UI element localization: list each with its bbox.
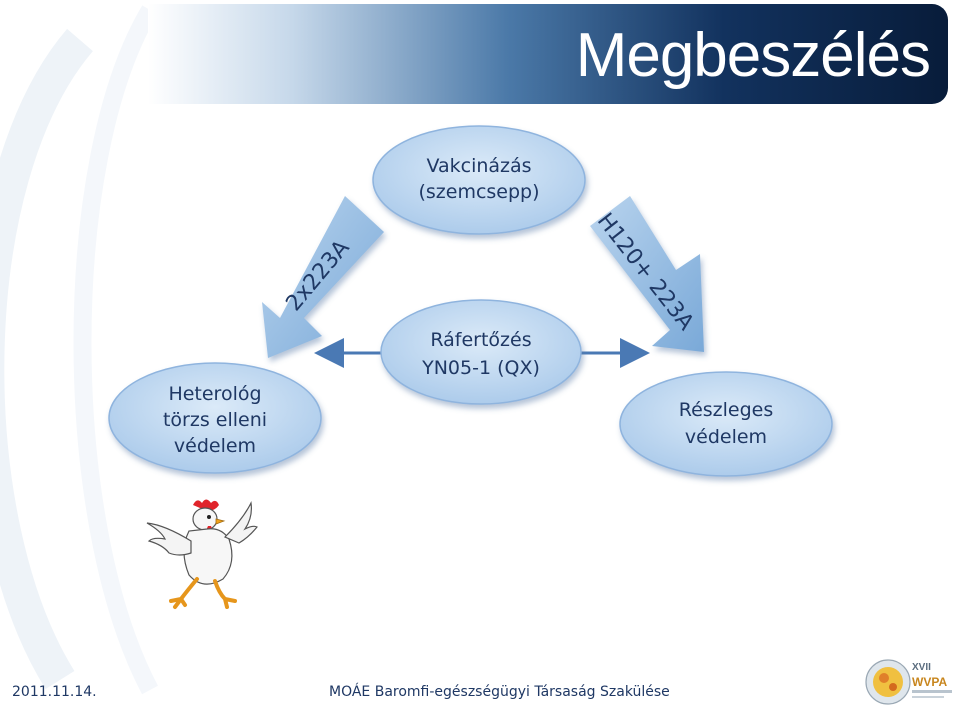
background-arc-inner <box>73 5 158 695</box>
logo-text-wvpa: WVPA <box>912 675 947 689</box>
node-challenge-line1: Ráfertőzés <box>430 329 531 351</box>
left-arrow-shape <box>262 196 384 358</box>
right-arrow-shape <box>590 196 704 352</box>
node-heterologous-shape <box>108 362 322 474</box>
chicken-illustration-icon <box>145 497 259 617</box>
slide-title: Megbeszélés <box>575 21 931 90</box>
left-block-arrow: 2x223A <box>262 196 384 358</box>
node-partial-line2: védelem <box>685 426 767 448</box>
node-challenge: Ráfertőzés YN05-1 (QX) <box>380 299 582 405</box>
node-vaccination-line2: (szemcsepp) <box>418 181 539 203</box>
node-partial: Részleges védelem <box>619 371 833 477</box>
node-challenge-shape <box>380 299 582 405</box>
node-heterologous-line2: törzs elleni <box>163 409 267 431</box>
node-heterologous-line3: védelem <box>174 435 256 457</box>
node-vaccination-line1: Vakcinázás <box>426 155 531 177</box>
title-bar: Megbeszélés <box>148 4 948 104</box>
node-partial-line1: Részleges <box>679 399 774 421</box>
wvpa-congress-logo-icon: XVII WVPA <box>865 659 952 705</box>
node-heterologous: Heterológ törzs elleni védelem <box>108 362 322 474</box>
background-arc <box>0 28 94 689</box>
node-vaccination-shape <box>372 125 586 235</box>
node-heterologous-line1: Heterológ <box>168 383 261 405</box>
logo-text-roman: XVII <box>912 662 931 673</box>
right-block-arrow: H120+ 223A <box>590 196 704 352</box>
footer-date: 2011.11.14. <box>12 684 97 700</box>
node-challenge-line2: YN05-1 (QX) <box>421 357 540 379</box>
footer-organization: MOÁE Baromfi-egészségügyi Társaság Szakü… <box>329 684 670 700</box>
node-vaccination: Vakcinázás (szemcsepp) <box>372 125 586 235</box>
node-partial-shape <box>619 371 833 477</box>
